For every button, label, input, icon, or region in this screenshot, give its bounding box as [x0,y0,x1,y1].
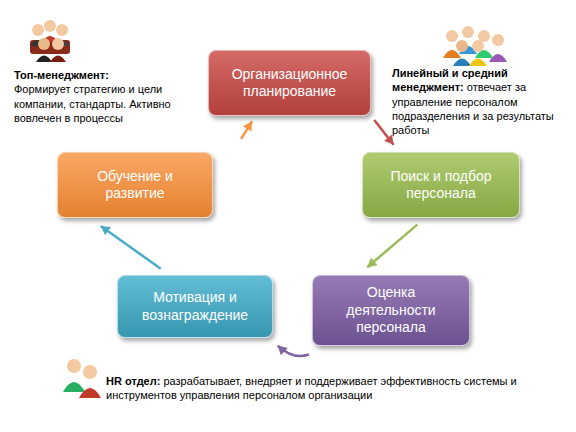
arrow-line [374,120,393,145]
box-text: Обучение и развитие [58,162,212,209]
arrow-line [241,121,252,139]
process-box: Оценка деятельности персонала [312,275,470,346]
process-box: Мотивация и вознаграждение [117,275,273,338]
box-text: Поиск и подбор персонала [363,162,519,209]
cycle-arrow [101,226,161,269]
process-box: Обучение и развитие [57,152,213,218]
arrow-head [278,346,288,356]
role-note: Линейный и средний менеджмент: отвечает … [392,66,572,137]
arrow-head [367,258,377,268]
arrow-line [367,225,417,268]
cycle-arrow [374,120,393,145]
role-description: Формирует стратегию и цели компании, ста… [14,82,200,125]
role-title: HR отдел: [106,375,160,387]
arrow-head [101,226,111,235]
box-text: Организационное планирование [209,60,370,107]
role-title: Топ-менеджмент: [14,68,200,82]
process-box: Организационное планирование [208,50,371,116]
cycle-arrow [241,121,252,139]
arrow-head [243,121,252,131]
role-note: Топ-менеджмент:Формирует стратегию и цел… [14,68,200,125]
top-management-icon [30,20,70,62]
middle-management-icon [443,26,507,66]
cycle-arrow [367,225,417,268]
cycle-arrow [278,346,309,356]
role-description: разрабатывает, внедряет и поддерживает э… [106,375,517,401]
arrow-line [101,226,161,269]
role-note: HR отдел: разрабатывает, внедряет и подд… [106,374,546,403]
box-text: Оценка деятельности персонала [313,278,469,343]
box-text: Мотивация и вознаграждение [118,283,272,330]
arrow-line [278,346,309,356]
process-box: Поиск и подбор персонала [362,152,520,218]
hr-icon [63,359,101,398]
